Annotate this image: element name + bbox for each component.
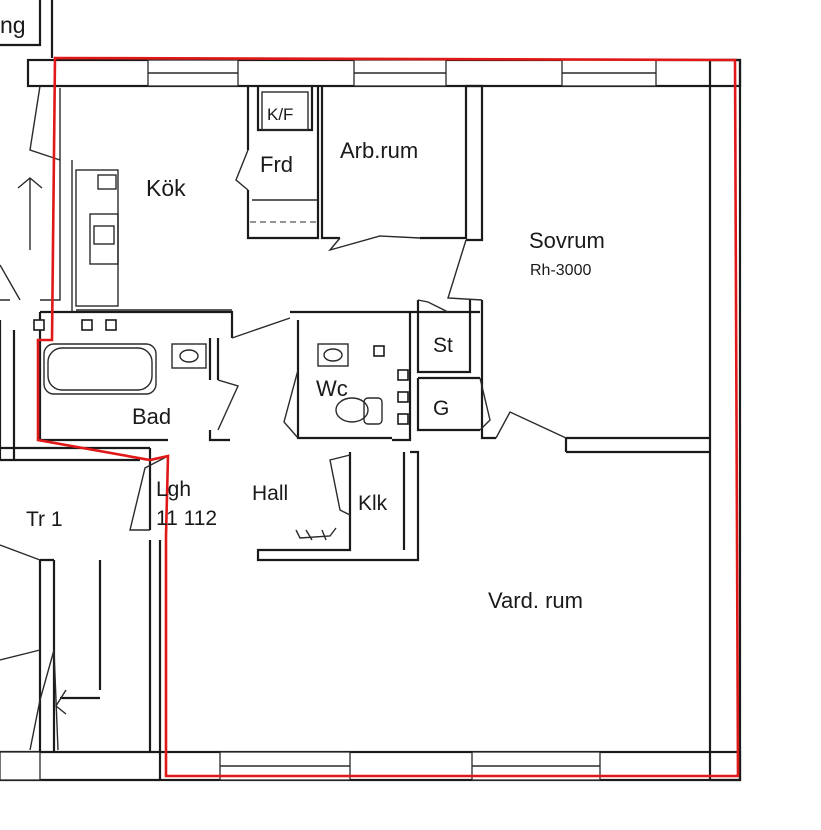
bath-label: Bad [132,404,171,429]
door-swings [29,85,567,531]
fridge-freezer-label: K/F [267,105,293,124]
apartment-outline [36,56,740,778]
study-label: Arb.rum [340,138,418,163]
bedroom-note: Rh-3000 [530,262,591,279]
stairwell-label: Tr 1 [26,508,63,531]
top-windows [147,59,657,87]
living-room-label: Vard. rum [488,588,583,613]
exterior-walls [0,58,742,782]
fragment-label: ng [0,12,26,38]
wc-label: Wc [316,376,348,401]
interior-walls [0,84,710,752]
ventilation-ducts [33,319,409,425]
stair-details [0,177,337,751]
neighbor-room-fragment [0,0,54,58]
hall-label: Hall [252,482,288,505]
g-closet-label: G [433,397,449,420]
bath-fixtures [43,343,383,425]
apartment-number: 11 112 [156,507,217,530]
closet-label: Klk [358,492,388,515]
apartment-label: Lgh [156,478,191,501]
kitchen-label: Kök [146,175,186,201]
pantry-label: Frd [260,152,293,177]
bedroom-label: Sovrum [529,228,605,253]
kitchen-fixtures [97,91,318,223]
storage-label: St [433,334,453,357]
